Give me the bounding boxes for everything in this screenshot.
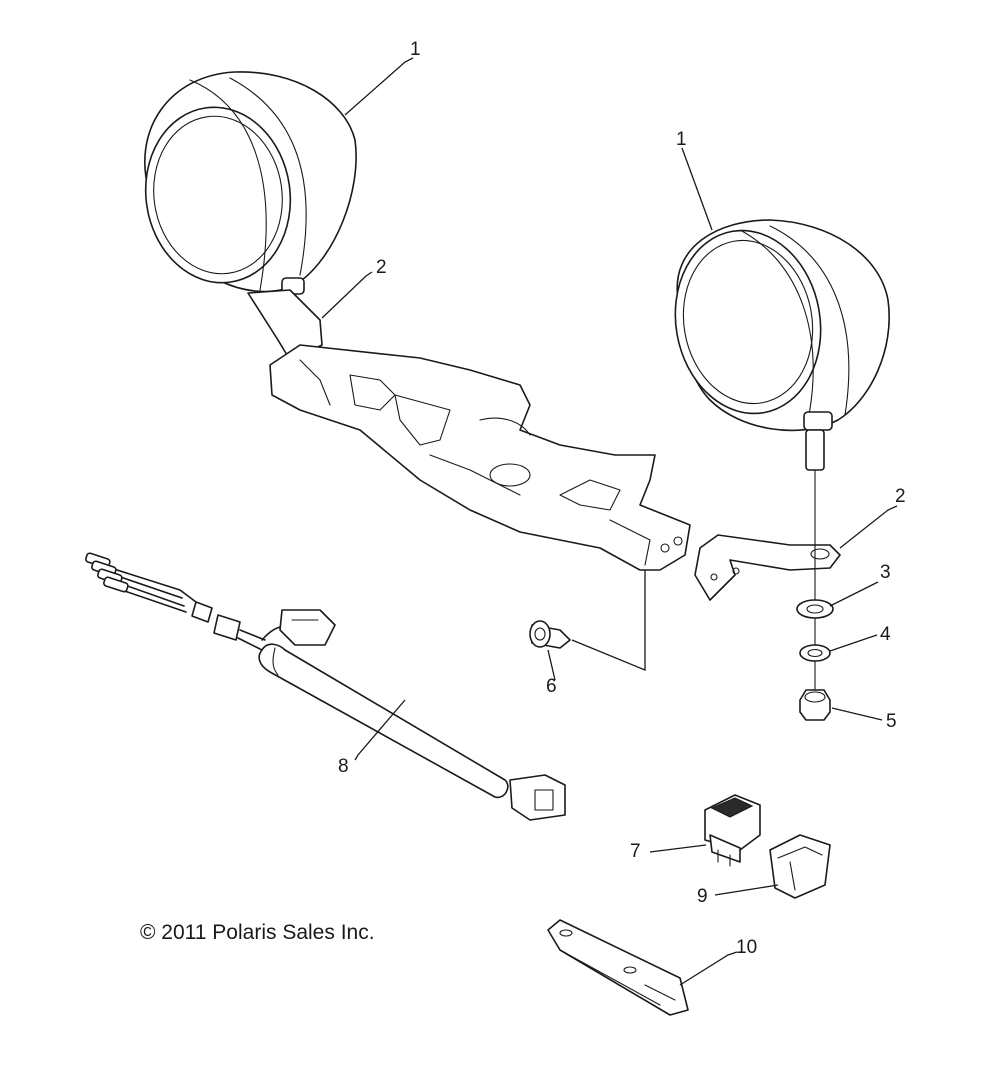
screw <box>529 620 571 649</box>
rocker-switch <box>704 794 761 867</box>
callout-switch: 7 <box>630 841 641 862</box>
callout-screw: 6 <box>546 676 557 697</box>
callout-flat-washer: 3 <box>880 562 891 583</box>
right-lamp <box>674 219 890 471</box>
callout-mount-plate: 10 <box>736 937 757 958</box>
switch-cover <box>769 834 831 899</box>
lock-washer <box>799 644 831 662</box>
callout-bracket-right: 2 <box>895 486 906 507</box>
left-lamp <box>144 71 357 295</box>
right-bracket <box>694 534 841 601</box>
copyright-notice: © 2011 Polaris Sales Inc. <box>140 921 375 944</box>
flat-washer <box>796 599 834 619</box>
hex-nut <box>799 689 831 721</box>
callout-bracket-left: 2 <box>376 257 387 278</box>
callout-nut: 5 <box>886 711 897 732</box>
light-bar-frame <box>269 344 691 571</box>
wiring-harness <box>85 552 566 821</box>
callout-harness: 8 <box>338 756 349 777</box>
callout-lamp-left: 1 <box>410 39 421 60</box>
callout-lamp-right: 1 <box>676 129 687 150</box>
mount-plate <box>547 919 689 1016</box>
left-bracket <box>247 289 323 361</box>
callout-lock-washer: 4 <box>880 624 891 645</box>
callout-switch-cover: 9 <box>697 886 708 907</box>
